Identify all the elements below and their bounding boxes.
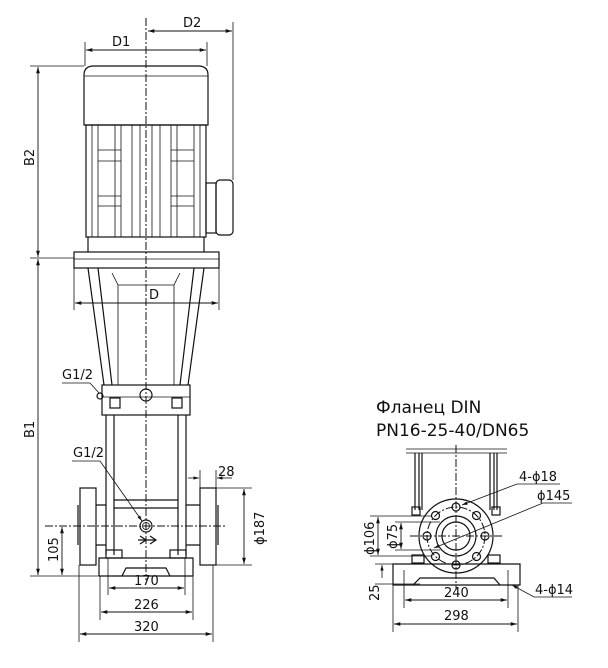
front-dimension-labels: D1 D2 D B2 B1 105 170 226 320 28 ϕ187 G1… [23,16,268,635]
label-298: 298 [444,609,469,624]
vent-plug [96,392,104,400]
motor-fan-cover [83,65,209,126]
motor-fins [91,125,201,237]
flange-title: Фланец DIN [376,398,481,418]
terminal-box [205,182,217,234]
label-75: ϕ75 [386,524,401,549]
inlet-outlet-pipe [95,504,200,546]
label-holes-14: 4-ϕ14 [535,583,573,598]
label-240: 240 [444,586,469,601]
label-106: ϕ106 [363,522,378,555]
label-320: 320 [134,620,159,635]
label-105: 105 [47,537,62,562]
label-d1: D1 [112,35,130,50]
label-g-lower: G1/2 [73,446,104,461]
flange-base [392,563,521,586]
label-145: ϕ145 [537,489,570,504]
tie-rods [105,415,187,555]
label-d2: D2 [183,16,201,31]
label-28: 28 [218,465,235,480]
flow-arrow-icon [138,535,158,545]
flange-dimensions [370,483,572,632]
flange-standard: PN16-25-40/DN65 [376,421,529,441]
label-b2: B2 [23,149,38,166]
label-25: 25 [368,584,383,601]
label-b1: B1 [23,421,38,438]
front-dimensions [30,22,252,642]
label-170: 170 [134,574,159,589]
label-d: D [149,288,159,303]
flange-view: Фланец DIN PN16-25-40/DN65 [376,398,529,590]
motor-body [85,124,207,238]
pump-front-view [45,18,234,580]
label-226: 226 [134,598,159,613]
label-g-upper: G1/2 [62,368,93,383]
label-holes-18: 4-ϕ18 [519,470,557,485]
label-187: ϕ187 [253,512,268,545]
lantern [87,267,205,386]
flange-dimension-labels: 4-ϕ18 ϕ145 ϕ106 ϕ75 25 240 298 4-ϕ14 [363,470,573,624]
